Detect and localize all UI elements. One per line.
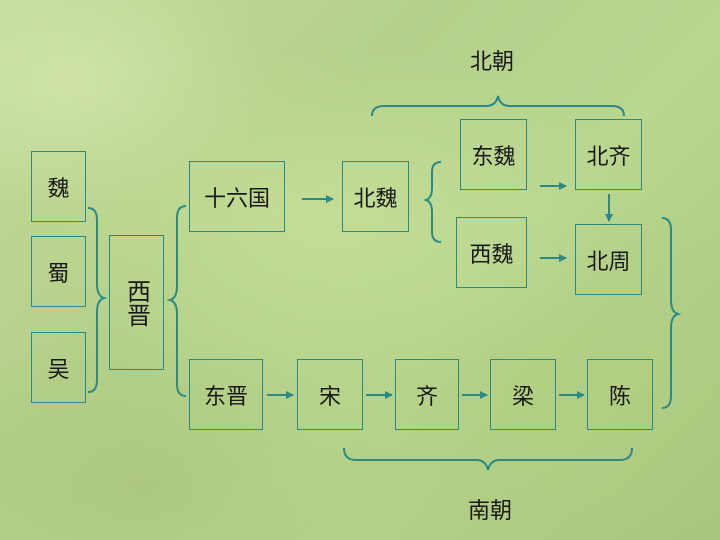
node-qi: 齐 [395, 359, 459, 430]
north-dynasties-label: 北朝 [470, 50, 515, 75]
brace-right [661, 217, 682, 409]
node-wu: 吴 [31, 332, 86, 403]
brace-north [371, 95, 625, 117]
brace-three-kingdoms [87, 207, 108, 393]
node-wei: 魏 [31, 151, 86, 222]
node-shu: 蜀 [31, 236, 86, 307]
node-eastern-jin: 东晋 [189, 359, 263, 430]
brace-northern-wei [422, 161, 442, 243]
node-sixteen-kingdoms: 十六国 [189, 161, 285, 232]
brace-south [343, 447, 633, 471]
node-eastern-wei: 东魏 [460, 119, 527, 190]
node-western-wei: 西魏 [456, 217, 527, 288]
south-dynasties-label: 南朝 [468, 499, 513, 524]
node-northern-wei: 北魏 [342, 161, 409, 232]
node-northern-zhou: 北周 [575, 224, 642, 295]
node-chen: 陈 [587, 359, 653, 430]
brace-western-jin [166, 205, 187, 397]
node-liang: 梁 [490, 359, 556, 430]
node-western-jin: 西晋 [109, 235, 164, 370]
node-song: 宋 [297, 359, 363, 430]
node-northern-qi: 北齐 [575, 119, 642, 190]
